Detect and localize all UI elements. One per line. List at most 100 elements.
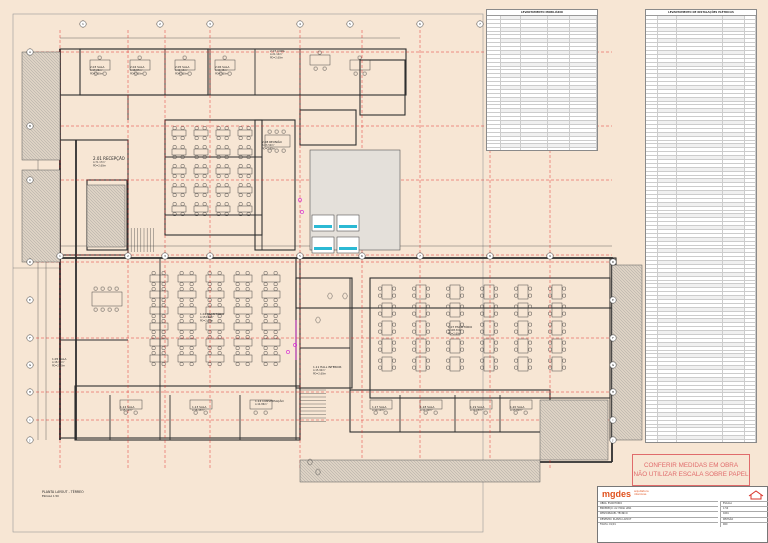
schedule-cell: [722, 377, 745, 381]
desk: [205, 338, 225, 347]
schedule-cell: [722, 366, 745, 370]
schedule-cell: [570, 58, 597, 62]
chair: [460, 304, 464, 309]
desk: [551, 284, 563, 300]
schedule-cell: [570, 82, 597, 86]
chair: [238, 136, 243, 140]
schedule-cell: [658, 350, 678, 354]
schedule-cell: [745, 272, 756, 276]
schedule-cell: [658, 253, 678, 257]
warning-line-2: NÃO UTILIZAR ESCALA SOBRE PAPEL: [633, 471, 749, 478]
desk: [214, 59, 236, 71]
chair: [480, 347, 484, 352]
schedule-cell: [657, 296, 678, 300]
schedule-cell: [722, 132, 745, 136]
hatch-line: [554, 399, 609, 454]
schedule-cell: [646, 167, 658, 171]
hatch-line: [21, 210, 61, 250]
schedule-cell: [677, 370, 723, 373]
chair: [480, 304, 484, 309]
hatch-line: [520, 459, 541, 480]
chair: [245, 298, 250, 302]
room-name: 1.11 HALL INTERIOR: [313, 365, 342, 369]
schedule-cell: [520, 86, 548, 89]
schedule-row: [646, 124, 756, 129]
grid-bubble: I: [609, 416, 617, 424]
chair: [207, 362, 212, 366]
schedule-cell: [745, 307, 756, 311]
schedule-cell: [677, 198, 723, 202]
desk: [381, 284, 393, 300]
schedule-cell: [722, 109, 745, 113]
hatch-line: [21, 141, 41, 161]
desk: [149, 322, 169, 331]
grid-bubble: G: [609, 361, 617, 369]
schedule-cell: [569, 97, 597, 101]
hatch-line: [611, 265, 643, 297]
schedule-cell: [520, 132, 548, 136]
chair: [494, 304, 498, 309]
grid-bubble: J: [26, 436, 34, 444]
schedule-cell: [722, 16, 745, 19]
schedule-row: [646, 354, 756, 359]
schedule-cell: [487, 43, 501, 47]
hatch-line: [611, 418, 634, 441]
chair: [216, 193, 221, 197]
chair: [224, 212, 229, 216]
schedule-cell: [646, 385, 658, 389]
schedule-cell: [569, 62, 597, 66]
hatch-line: [42, 51, 61, 70]
schedule-cell: [646, 377, 658, 381]
schedule-cell: [570, 66, 597, 70]
schedule-cell: [745, 148, 756, 152]
desk: [517, 338, 529, 354]
schedule-cell: [658, 93, 678, 97]
hatch-line: [367, 459, 391, 483]
hatch-line: [87, 184, 126, 223]
schedule-cell: [723, 43, 745, 47]
hatch-line: [21, 96, 61, 136]
schedule-cell: [745, 105, 756, 109]
grid-bubble-label: 8: [489, 254, 491, 258]
chair: [207, 319, 212, 323]
hatch-line: [539, 438, 562, 461]
chair: [235, 282, 240, 286]
chair: [179, 346, 184, 350]
chair: [412, 293, 416, 298]
schedule-cell: [548, 148, 570, 150]
chair: [189, 298, 194, 302]
chair: [194, 212, 199, 216]
magenta-mark: [298, 198, 302, 202]
chair: [216, 126, 221, 130]
chair: [189, 362, 194, 366]
room-area: A:14.86m²: [255, 403, 268, 406]
schedule-cell: [745, 124, 756, 128]
chair: [446, 286, 450, 291]
grid-bubble-circle: [609, 436, 617, 444]
grid-bubble-circle: [56, 252, 64, 260]
chair: [528, 304, 532, 309]
schedule-cell: [501, 31, 521, 35]
chair: [180, 202, 185, 206]
chair: [189, 335, 194, 339]
schedule-cell: [501, 23, 521, 27]
chair: [102, 71, 107, 76]
hatch-line: [539, 429, 571, 461]
schedule-row: [646, 335, 756, 339]
schedule-cell: [677, 362, 723, 366]
chair: [562, 293, 566, 298]
schedule-cell: [646, 253, 658, 257]
schedule-cell: [658, 117, 678, 121]
chair: [263, 287, 268, 291]
desk: [415, 356, 427, 372]
chair: [483, 410, 488, 415]
schedule-cell: [658, 338, 678, 342]
schedule-cell: [723, 105, 745, 109]
schedule-cell: [745, 214, 756, 218]
grid-bubble-label: H: [29, 390, 31, 394]
schedule-cell: [677, 327, 723, 331]
schedule-cell: [723, 187, 745, 191]
chair: [528, 322, 532, 327]
grid-bubble-circle: [609, 258, 617, 266]
